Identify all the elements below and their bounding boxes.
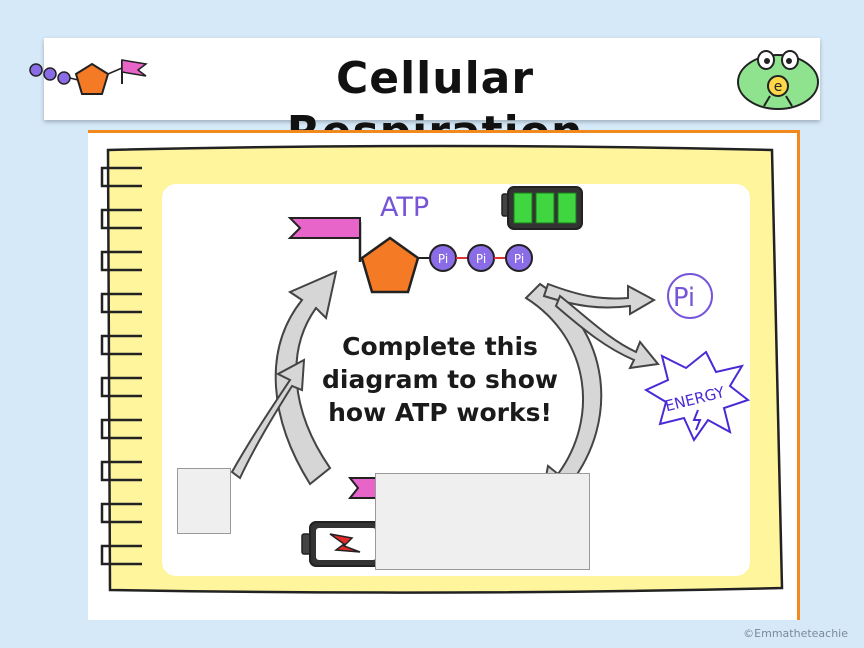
mascot-icon: e <box>737 50 819 110</box>
lightning-icon <box>329 533 361 553</box>
arrow-to-energy <box>554 294 660 370</box>
logo-molecule-icon <box>29 59 148 95</box>
atp-label: ATP <box>380 192 430 223</box>
branch-arrow-left <box>230 358 306 480</box>
released-phosphate-label: Pi <box>673 283 695 313</box>
energy-lightning-icon <box>692 409 702 431</box>
battery-empty-icon <box>301 521 383 567</box>
phosphate-label-2: Pi <box>476 252 486 266</box>
battery-full-icon <box>501 186 583 230</box>
output-arrows <box>542 282 660 370</box>
spiral-rings <box>100 166 142 566</box>
instruction-prompt: Complete this diagram to show how ATP wo… <box>322 332 558 427</box>
energy-starburst-icon <box>643 350 751 443</box>
phosphate-chain <box>418 244 533 272</box>
phosphate-label-3: Pi <box>514 252 524 266</box>
cycle-arrow-left <box>274 270 338 486</box>
answer-box-adp[interactable] <box>375 473 590 570</box>
answer-box-input-left[interactable] <box>177 468 231 534</box>
phosphate-label-1: Pi <box>438 252 448 266</box>
svg-text:e: e <box>774 79 783 95</box>
copyright-text: ©Emmatheteachie <box>743 627 848 640</box>
released-phosphate <box>667 273 713 319</box>
adenosine-pentagon <box>360 236 420 294</box>
ribose-flag-top <box>287 217 362 262</box>
